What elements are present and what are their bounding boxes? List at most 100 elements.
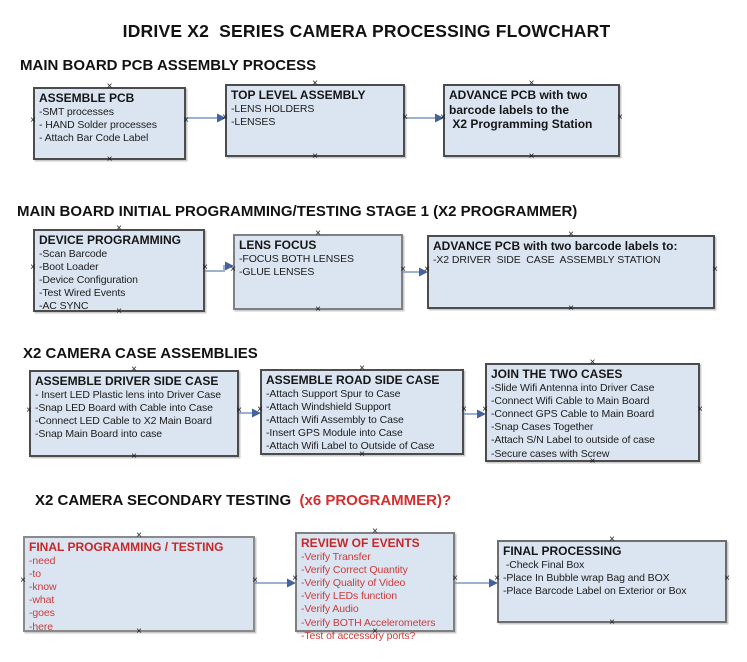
box-item: - Insert LED Plastic lens into Driver Ca…	[35, 388, 222, 401]
section-heading-text: MAIN BOARD PCB ASSEMBLY PROCESS	[20, 57, 317, 74]
box-item: -Verify Transfer	[301, 550, 371, 563]
box-item: -Verify LEDs function	[301, 590, 397, 603]
connection-point-marker: ×	[315, 228, 321, 239]
box-item: -Device Configuration	[39, 273, 138, 286]
box-top-level-assembly: TOP LEVEL ASSEMBLY-LENS HOLDERS-LENSES××…	[222, 79, 408, 162]
connection-point-marker: ×	[236, 405, 242, 416]
box-title: ASSEMBLE PCB	[39, 91, 135, 105]
box-item: -Attach Wifi Assembly to Case	[266, 413, 404, 426]
connection-point-marker: ×	[26, 405, 32, 416]
box-item: -Connect GPS Cable to Main Board	[491, 407, 655, 420]
flow-arrow-line	[205, 265, 226, 272]
box-advance-pcb-to-programming-station: ADVANCE PCB with two barcode labels to t…	[440, 79, 623, 162]
box-item: -Attach S/N Label to outside of case	[491, 434, 655, 447]
connection-point-marker: ×	[482, 403, 488, 415]
connection-point-marker: ×	[292, 573, 298, 585]
section-heading-3: X2 CAMERA CASE ASSEMBLIES	[23, 345, 258, 362]
box-item: -Snap Cases Together	[491, 421, 594, 434]
section-heading-4: X2 CAMERA SECONDARY TESTING (x6 PROGRAMM…	[35, 492, 451, 509]
connection-point-marker: ×	[609, 617, 615, 628]
box-item: -LENS HOLDERS	[231, 102, 315, 115]
connection-point-marker: ×	[724, 573, 730, 585]
box-item: -Verify BOTH Accelerometers	[301, 616, 436, 629]
box-item: -here	[29, 620, 54, 633]
connection-point-marker: ×	[440, 112, 446, 124]
box-item: -Verify Audio	[301, 603, 359, 616]
connection-point-marker: ×	[400, 263, 406, 275]
section-heading-text: MAIN BOARD INITIAL PROGRAMMING/TESTING S…	[17, 203, 578, 220]
box-item: -know	[29, 580, 57, 593]
connection-point-marker: ×	[252, 575, 258, 587]
connection-point-marker: ×	[494, 573, 500, 585]
box-review-of-events: REVIEW OF EVENTS-Verify Transfer-Verify …	[292, 527, 458, 642]
box-device-programming: DEVICE PROGRAMMING-Scan Barcode-Boot Loa…	[30, 224, 208, 317]
box-join-the-two-cases: JOIN THE TWO CASES-Slide Wifi Antenna in…	[482, 358, 703, 467]
box-item: -Place Barcode Label on Exterior or Box	[503, 584, 687, 597]
box-lens-focus: LENS FOCUS-FOCUS BOTH LENSES-GLUE LENSES…	[230, 229, 406, 315]
connection-point-marker: ×	[402, 112, 408, 124]
box-final-programming-testing: FINAL PROGRAMMING / TESTING-need-to-know…	[20, 531, 258, 637]
section-heading-text: X2 CAMERA CASE ASSEMBLIES	[23, 345, 258, 362]
box-item: -Verify Quality of Video	[301, 576, 406, 589]
connection-point-marker: ×	[20, 575, 26, 587]
box-item: -Boot Loader	[39, 260, 99, 273]
box-item: -Connect LED Cable to X2 Main Board	[35, 414, 212, 427]
connection-point-marker: ×	[106, 154, 113, 165]
page-title: IDRIVE X2 SERIES CAMERA PROCESSING FLOWC…	[122, 21, 611, 41]
connection-point-marker: ×	[528, 151, 535, 162]
section-heading-2: MAIN BOARD INITIAL PROGRAMMING/TESTING S…	[17, 203, 577, 220]
box-item: -to	[29, 567, 41, 580]
box-item: -Connect Wifi Cable to Main Board	[491, 394, 650, 407]
connection-point-marker: ×	[116, 223, 122, 234]
section-heading-text: X2 CAMERA SECONDARY TESTING	[35, 492, 296, 509]
connection-point-marker: ×	[452, 573, 458, 585]
connection-point-marker: ×	[315, 304, 321, 315]
box-item: -Insert GPS Module into Case	[266, 427, 403, 440]
box-item: -Snap LED Board with Cable into Case	[35, 401, 213, 414]
connection-point-marker: ×	[312, 78, 318, 89]
box-item: -what	[29, 594, 55, 607]
box-item: -Attach Support Spur to Case	[266, 387, 401, 400]
box-title: JOIN THE TWO CASES	[491, 367, 623, 381]
box-item: -Secure cases with Screw	[491, 447, 610, 460]
box-title: ADVANCE PCB with two barcode labels to:	[433, 239, 678, 253]
box-title: ADVANCE PCB with two barcode labels to t…	[449, 88, 593, 131]
box-item: -Test Wired Events	[39, 287, 126, 300]
section-heading-suffix: (x6 PROGRAMMER)?	[295, 492, 452, 509]
box-item: -Attach Windshield Support	[266, 400, 391, 413]
connection-point-marker: ×	[712, 263, 718, 275]
connection-point-marker: ×	[202, 262, 208, 274]
connection-point-marker: ×	[528, 78, 535, 89]
connection-point-marker: ×	[568, 229, 574, 240]
connection-point-marker: ×	[136, 530, 142, 541]
box-item: -goes	[29, 607, 55, 620]
connection-point-marker: ×	[30, 115, 36, 127]
box-item: -Snap Main Board into case	[35, 428, 162, 441]
box-item: -Check Final Box	[503, 558, 585, 571]
connection-point-marker: ×	[312, 151, 318, 162]
box-title: REVIEW OF EVENTS	[301, 536, 420, 550]
connection-point-marker: ×	[697, 403, 703, 415]
box-title: ASSEMBLE DRIVER SIDE CASE	[35, 374, 219, 388]
section-heading-1: MAIN BOARD PCB ASSEMBLY PROCESS	[20, 57, 316, 74]
connection-point-marker: ×	[30, 262, 36, 274]
box-assemble-road-side-case: ASSEMBLE ROAD SIDE CASE-Attach Support S…	[257, 364, 467, 460]
box-item: -LENSES	[231, 115, 276, 128]
connection-point-marker: ×	[230, 263, 236, 275]
box-item: -Test of accessory ports?	[301, 629, 416, 642]
box-title: ASSEMBLE ROAD SIDE CASE	[266, 373, 440, 387]
box-item: -AC SYNC	[39, 300, 89, 313]
box-assemble-driver-side-case: ASSEMBLE DRIVER SIDE CASE- Insert LED Pl…	[26, 365, 242, 462]
connection-point-marker: ×	[424, 263, 430, 275]
box-item: -Place In Bubble wrap Bag and BOX	[503, 571, 670, 584]
box-item: -Slide Wifi Antenna into Driver Case	[491, 381, 655, 394]
box-item: -Verify Correct Quantity	[301, 563, 408, 576]
box-item: -FOCUS BOTH LENSES	[239, 252, 354, 265]
box-item: - Attach Bar Code Label	[39, 131, 149, 144]
box-title: LENS FOCUS	[239, 238, 317, 252]
connection-point-marker: ×	[106, 81, 113, 92]
box-title: FINAL PROGRAMMING / TESTING	[29, 540, 224, 554]
box-item: -Scan Barcode	[39, 247, 108, 260]
box-title: FINAL PROCESSING	[503, 544, 622, 558]
